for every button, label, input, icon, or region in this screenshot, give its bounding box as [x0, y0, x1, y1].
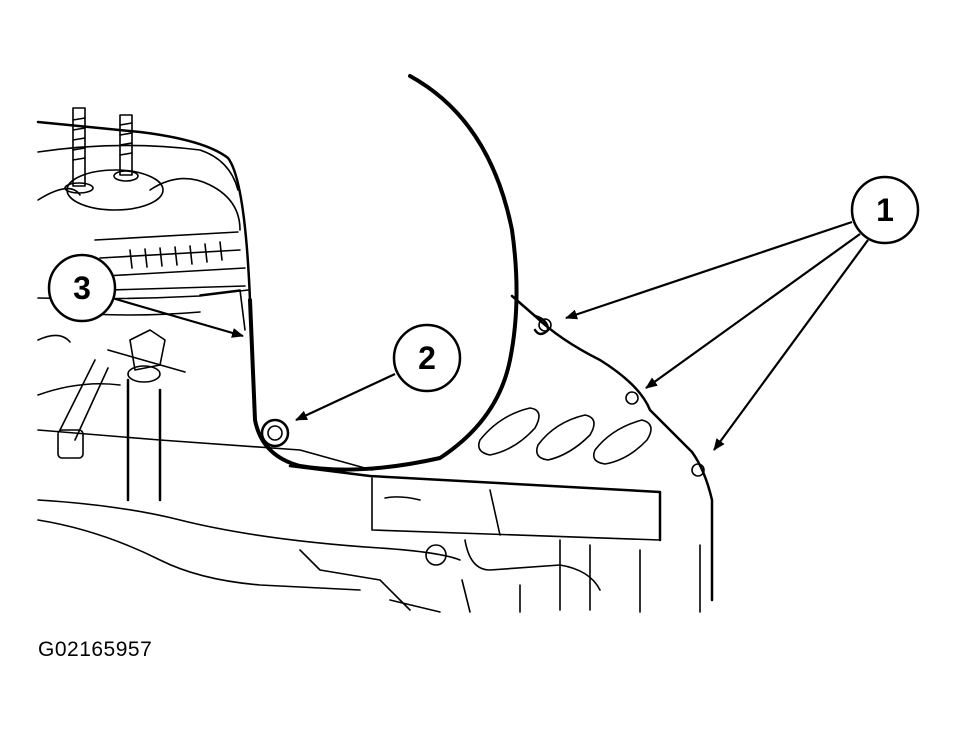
bolt-lower — [425, 544, 447, 566]
leader-3 — [111, 296, 244, 338]
leader-1c — [713, 239, 869, 451]
stud-bolts — [64, 107, 164, 211]
callout-1-label: 1 — [876, 192, 894, 228]
callout-3-label: 3 — [73, 270, 91, 306]
bolt-2 — [260, 418, 290, 448]
mount-hole-2 — [625, 391, 639, 405]
mount-hole-3 — [691, 463, 705, 477]
leader-1a — [565, 220, 853, 320]
left-linkage — [37, 289, 246, 502]
pulley-assembly — [36, 120, 252, 316]
callout-3: 3 — [47, 253, 117, 323]
callout-2: 2 — [392, 323, 462, 393]
lower-frame — [37, 429, 701, 613]
mount-hole-1 — [538, 318, 552, 332]
leader-lines — [111, 220, 869, 451]
figure-id: G02165957 — [38, 638, 153, 661]
shield-cover — [248, 74, 714, 602]
callout-1: 1 — [850, 175, 920, 245]
callout-2-label: 2 — [418, 340, 436, 376]
leader-2 — [295, 373, 396, 421]
leader-1b — [645, 233, 861, 389]
